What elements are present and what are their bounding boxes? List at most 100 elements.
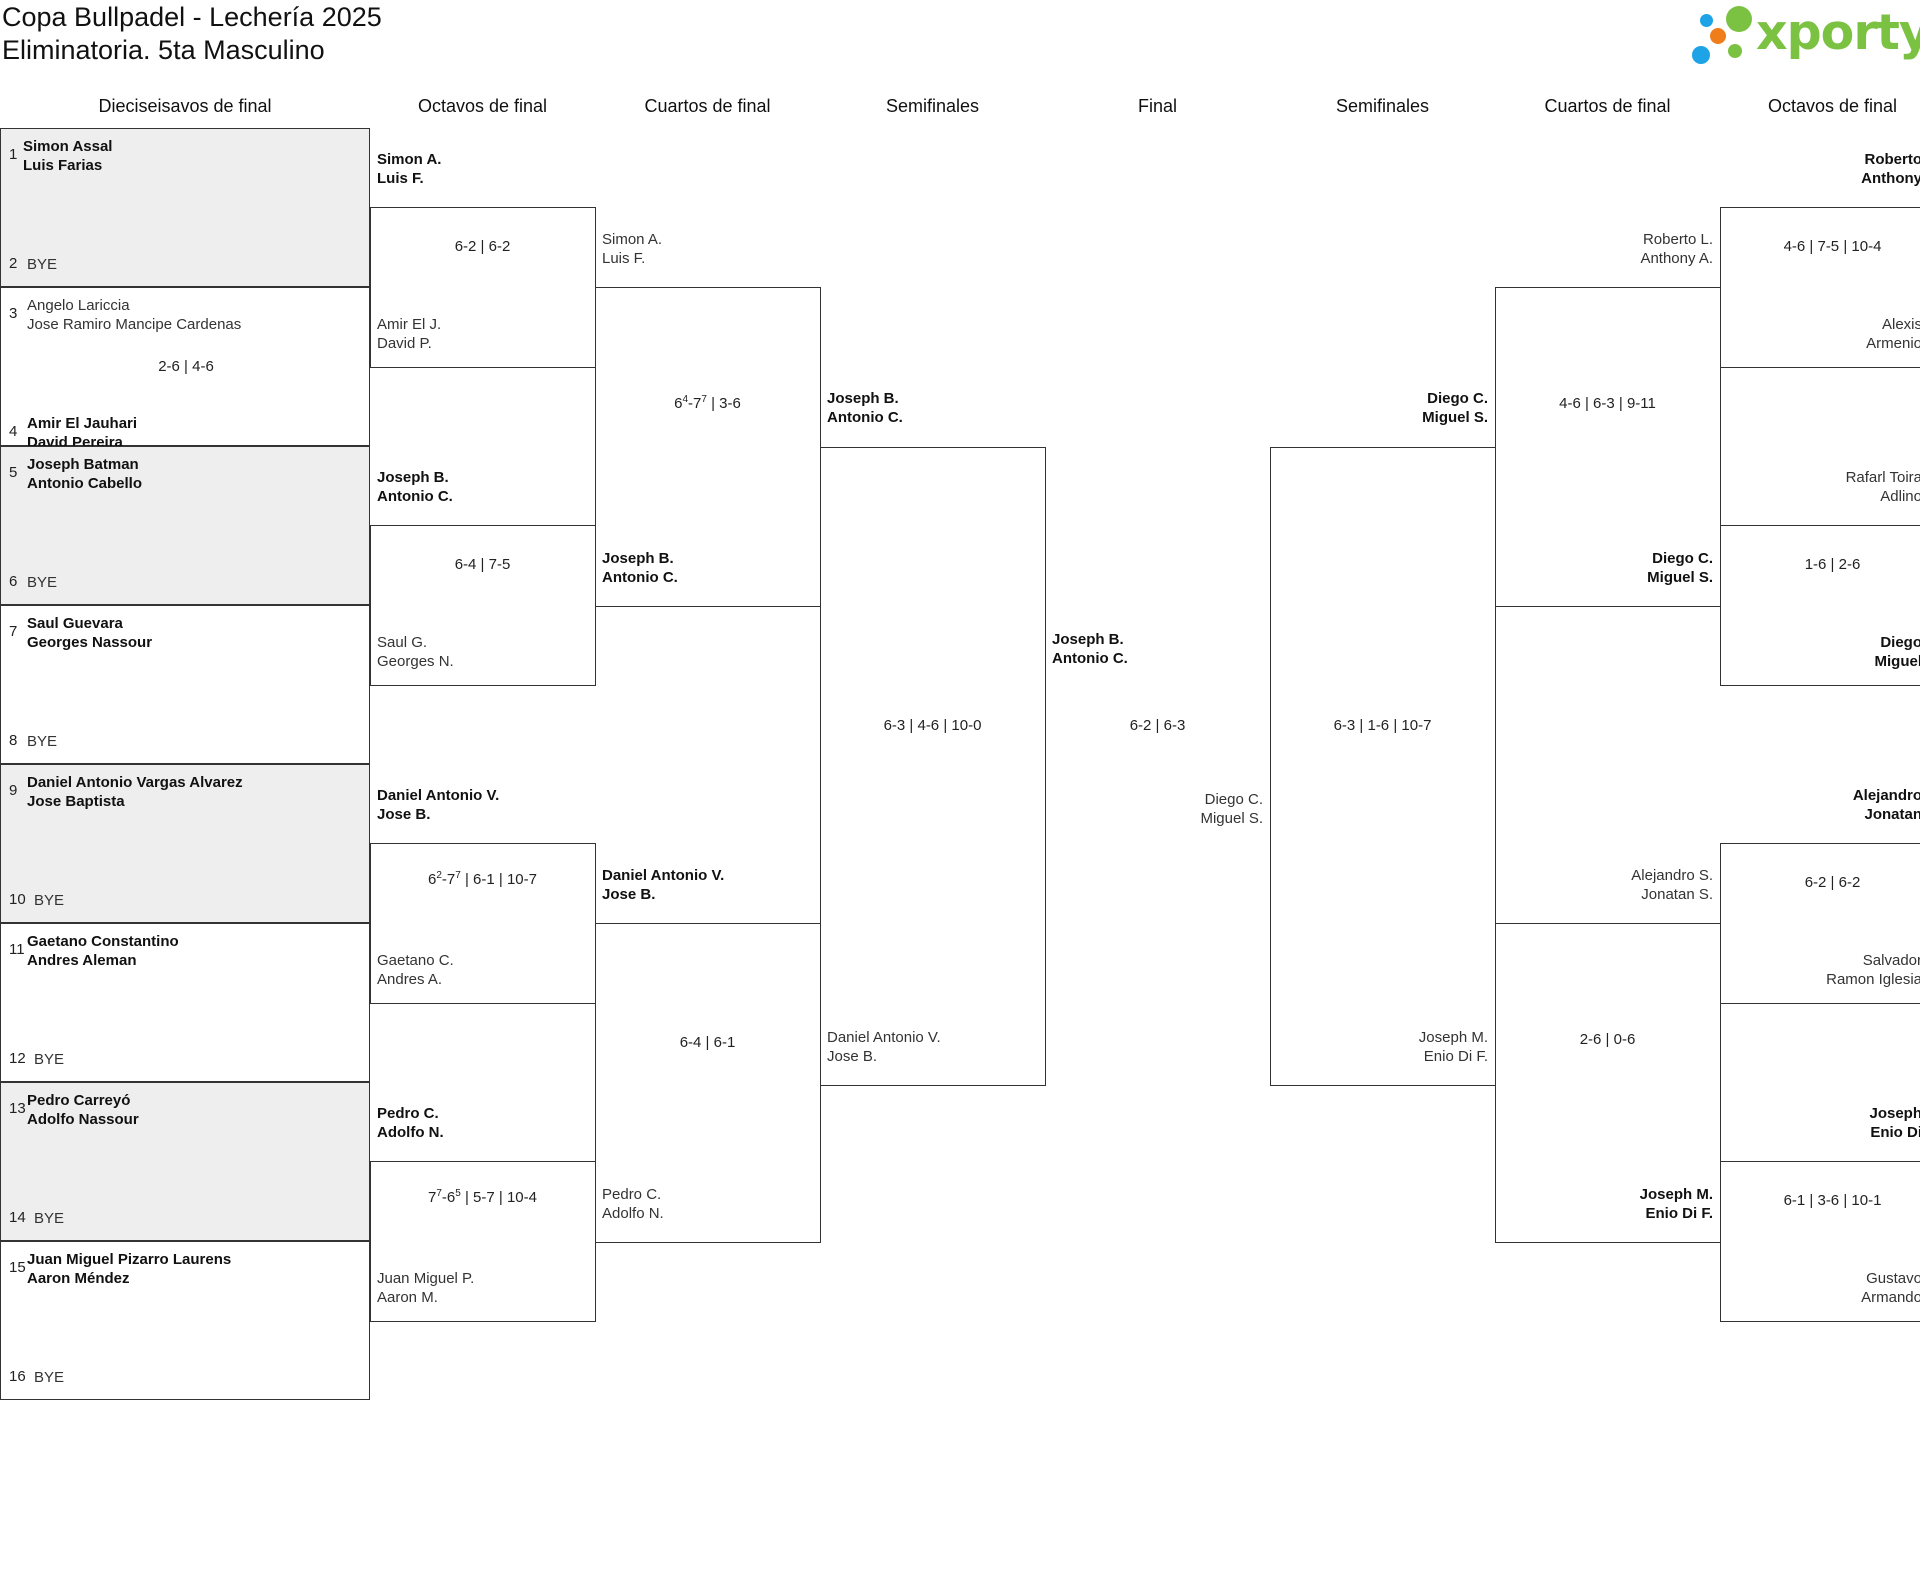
match-score: 4-6 | 7-5 | 10-4 xyxy=(1783,238,1882,255)
player-name: Diego C. xyxy=(1427,390,1488,407)
player-name: Angelo Lariccia xyxy=(27,297,130,314)
seed-number: 14 xyxy=(9,1209,26,1226)
player-name: Rafarl Toira xyxy=(1845,469,1920,486)
match-score: 2-6 | 0-6 xyxy=(1579,1031,1636,1048)
player-name: Joseph B. xyxy=(377,469,449,486)
bracket-connector xyxy=(1270,447,1496,1086)
bye-label: BYE xyxy=(27,733,58,750)
player-name: Adlino xyxy=(1880,488,1920,505)
player-name: Miguel S. xyxy=(1647,569,1713,586)
match-score: 62-77 | 6-1 | 10-7 xyxy=(428,870,537,889)
logo-dot-blue-small xyxy=(1700,14,1713,27)
match-score: 6-4 | 6-1 xyxy=(679,1034,736,1051)
player-name: Daniel Antonio Vargas Alvarez xyxy=(27,774,243,791)
round-header: Final xyxy=(1137,96,1177,116)
player-name: Andres A. xyxy=(377,971,443,988)
player-name: Adolfo N. xyxy=(377,1124,444,1141)
player-name: Aaron Méndez xyxy=(27,1270,130,1287)
xporty-logo[interactable]: xporty xyxy=(1686,0,1920,72)
player-name: Joseph xyxy=(1869,1105,1920,1122)
player-name: Joseph M. xyxy=(1418,1029,1488,1046)
player-name: Simon A. xyxy=(602,231,663,248)
player-name: Alejandro xyxy=(1852,787,1920,804)
player-name: Juan Miguel P. xyxy=(377,1270,475,1287)
seed-number: 15 xyxy=(9,1259,26,1276)
player-name: Salvador xyxy=(1862,952,1920,969)
player-name: Alexis xyxy=(1881,316,1920,333)
player-name: Georges N. xyxy=(377,653,454,670)
bracket-connector xyxy=(1720,1161,1920,1322)
player-name: Gaetano Constantino xyxy=(27,933,179,950)
round-header: Semifinales xyxy=(885,96,980,116)
logo-dot-blue xyxy=(1692,46,1710,64)
match-score: 6-3 | 1-6 | 10-7 xyxy=(1333,717,1432,734)
bye-label: BYE xyxy=(34,1369,65,1386)
match-score: 4-6 | 6-3 | 9-11 xyxy=(1559,395,1656,412)
logo-dot-orange xyxy=(1710,28,1726,44)
seed-number: 6 xyxy=(9,573,18,590)
match-score: 6-2 | 6-2 xyxy=(1804,874,1861,891)
player-name: Gaetano C. xyxy=(377,952,454,969)
player-name: Diego C. xyxy=(1652,550,1713,567)
player-name: Miguel xyxy=(1874,653,1920,670)
bracket-connector xyxy=(1720,843,1920,1004)
match-score: 1-6 | 2-6 xyxy=(1804,556,1861,573)
player-name: Joseph B. xyxy=(1052,631,1124,648)
seed-number: 8 xyxy=(9,732,18,749)
match-score: 6-2 | 6-3 xyxy=(1129,717,1186,734)
logo-wordmark: xporty xyxy=(1756,4,1920,61)
player-name: Antonio C. xyxy=(377,488,453,505)
player-name: Luis F. xyxy=(377,170,424,187)
player-name: Pedro C. xyxy=(377,1105,439,1122)
player-name: Juan Miguel Pizarro Laurens xyxy=(27,1251,232,1268)
seed-number: 16 xyxy=(9,1368,26,1385)
player-name: Enio Di xyxy=(1870,1124,1920,1141)
player-name: Luis F. xyxy=(602,250,646,267)
player-name: Diego xyxy=(1880,634,1920,651)
bracket-connector xyxy=(1495,923,1721,1243)
seed-number: 11 xyxy=(9,941,25,958)
player-name: Ramon Iglesia xyxy=(1826,971,1920,988)
bye-label: BYE xyxy=(34,1210,65,1227)
player-name: Jose Baptista xyxy=(27,793,125,810)
player-name: Daniel Antonio V. xyxy=(827,1029,941,1046)
player-name: Joseph B. xyxy=(602,550,674,567)
player-name: Andres Aleman xyxy=(27,952,137,969)
player-name: Roberto L. xyxy=(1642,231,1713,248)
player-name: Jonatan xyxy=(1864,806,1920,823)
player-name: Pedro Carreyó xyxy=(27,1092,131,1109)
seed-number: 9 xyxy=(9,782,18,799)
round-header: Cuartos de final xyxy=(1544,96,1671,116)
bye-label: BYE xyxy=(27,574,58,591)
bracket-connector xyxy=(1495,287,1721,607)
player-name: Antonio C. xyxy=(827,409,903,426)
player-name: Miguel S. xyxy=(1422,409,1488,426)
player-name: Enio Di F. xyxy=(1423,1048,1488,1065)
player-name: Simon A. xyxy=(377,151,442,168)
match-score: 2-6 | 4-6 xyxy=(158,358,214,375)
player-name: Georges Nassour xyxy=(27,634,153,651)
player-name: Roberto xyxy=(1864,151,1920,168)
player-name: Jonatan S. xyxy=(1641,886,1713,903)
player-name: Aaron M. xyxy=(377,1289,438,1306)
seed-number: 10 xyxy=(9,891,26,908)
round-header: Dieciseisavos de final xyxy=(98,96,272,116)
player-name: Pedro C. xyxy=(602,1186,662,1203)
seed-number: 12 xyxy=(9,1050,26,1067)
logo-dot-green-small xyxy=(1728,44,1742,58)
bracket-connector xyxy=(1720,207,1920,368)
player-name: Amir El Jauhari xyxy=(27,415,138,432)
player-name: Adolfo N. xyxy=(602,1205,664,1222)
player-name: Jose B. xyxy=(377,806,431,823)
bracket-connector xyxy=(820,447,1046,1086)
player-name: Anthony A. xyxy=(1640,250,1713,267)
seed-number: 2 xyxy=(9,255,18,272)
bye-label: BYE xyxy=(27,256,58,273)
player-name: Enio Di F. xyxy=(1645,1205,1714,1222)
player-name: Jose B. xyxy=(602,886,656,903)
